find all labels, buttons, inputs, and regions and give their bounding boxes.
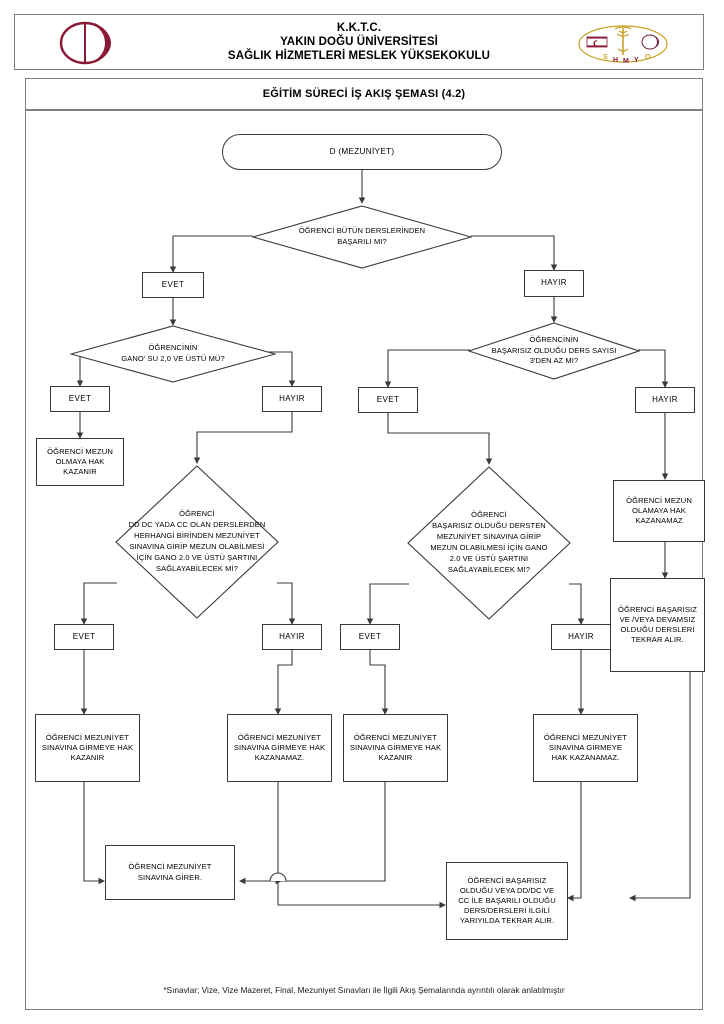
decision-failed-courses-less-than-3: ÖĞRENCİNİN BAŞARISIZ OLDUĞU DERS SAYISI … — [468, 322, 640, 380]
decision-failed-course-makeup-gpa: ÖĞRENCİ BAŞARISIZ OLDUĞU DERSTEN MEZUNİY… — [407, 466, 571, 620]
branch-label-d4-yes: EVET — [54, 624, 114, 650]
decision-dd-dc-cc-makeup-gpa: ÖĞRENCİ DD DC YADA CC OLAN DERSLERDEN HE… — [115, 465, 279, 619]
branch-label-d2-no: HAYIR — [262, 386, 322, 412]
document-header: K.K.T.C. YAKIN DOĞU ÜNİVERSİTESİ SAĞLIK … — [14, 14, 704, 70]
process-eligible-to-graduate: ÖĞRENCİ MEZUN OLMAYA HAK KAZANIR — [36, 438, 124, 486]
svg-text:H: H — [613, 57, 618, 64]
branch-label-d5-no: HAYIR — [551, 624, 611, 650]
document-title-row: EĞİTİM SÜRECİ İŞ AKIŞ ŞEMASI (4.2) — [25, 78, 703, 110]
start-terminator: D (MEZUNİYET) — [222, 134, 502, 170]
branch-label-d2-yes: EVET — [50, 386, 110, 412]
svg-text:S: S — [603, 54, 608, 61]
decision-gpa-2-or-above: ÖĞRENCİNİN GANO' SU 2,0 VE ÜSTÜ MÜ? — [70, 325, 276, 383]
near-east-university-logo-icon — [57, 19, 113, 67]
decision-all-courses-passed: ÖĞRENCİ BÜTÜN DERSLERİNDEN BAŞARILI MI? — [252, 205, 472, 269]
branch-label-d3-yes: EVET — [358, 387, 418, 413]
page-title: EĞİTİM SÜRECİ İŞ AKIŞ ŞEMASI (4.2) — [262, 88, 466, 100]
branch-label-d4-no: HAYIR — [262, 624, 322, 650]
footnote-text: *Sınavlar; Vize, Vize Mazeret, Final, Me… — [163, 985, 565, 995]
branch-label-d5-yes: EVET — [340, 624, 400, 650]
process-eligible-for-makeup-exam-2: ÖĞRENCİ MEZUNİYET SINAVINA GİRMEYE HAK K… — [343, 714, 448, 782]
organization-title: K.K.T.C. YAKIN DOĞU ÜNİVERSİTESİ SAĞLIK … — [227, 21, 491, 63]
svg-text:Y: Y — [634, 57, 639, 64]
branch-label-d3-no: HAYIR — [635, 387, 695, 413]
process-retake-in-relevant-semester: ÖĞRENCİ BAŞARISIZ OLDUĞU VEYA DD/DC VE C… — [446, 862, 568, 940]
svg-text:M: M — [623, 58, 629, 65]
process-not-eligible-to-graduate: ÖĞRENCİ MEZUN OLAMAYA HAK KAZANAMAZ — [613, 480, 705, 542]
process-not-eligible-for-makeup-exam-2: ÖĞRENCİ MEZUNİYET SINAVINA GİRMEYE HAK K… — [533, 714, 638, 782]
branch-label-d1-no: HAYIR — [524, 270, 584, 297]
process-takes-makeup-exam: ÖĞRENCİ MEZUNİYET SINAVINA GİRER. — [105, 845, 235, 900]
shmyo-emblem-logo-icon: S H M Y O — [575, 23, 671, 65]
branch-label-d1-yes: EVET — [142, 272, 204, 298]
process-eligible-for-makeup-exam-1: ÖĞRENCİ MEZUNİYET SINAVINA GİRMEYE HAK K… — [35, 714, 140, 782]
process-retake-failed-absent-courses: ÖĞRENCİ BAŞARISIZ VE /VEYA DEVAMSIZ OLDU… — [610, 578, 705, 672]
svg-text:O: O — [645, 54, 651, 61]
process-not-eligible-for-makeup-exam-1: ÖĞRENCİ MEZUNİYET SINAVINA GİRMEYE HAK K… — [227, 714, 332, 782]
